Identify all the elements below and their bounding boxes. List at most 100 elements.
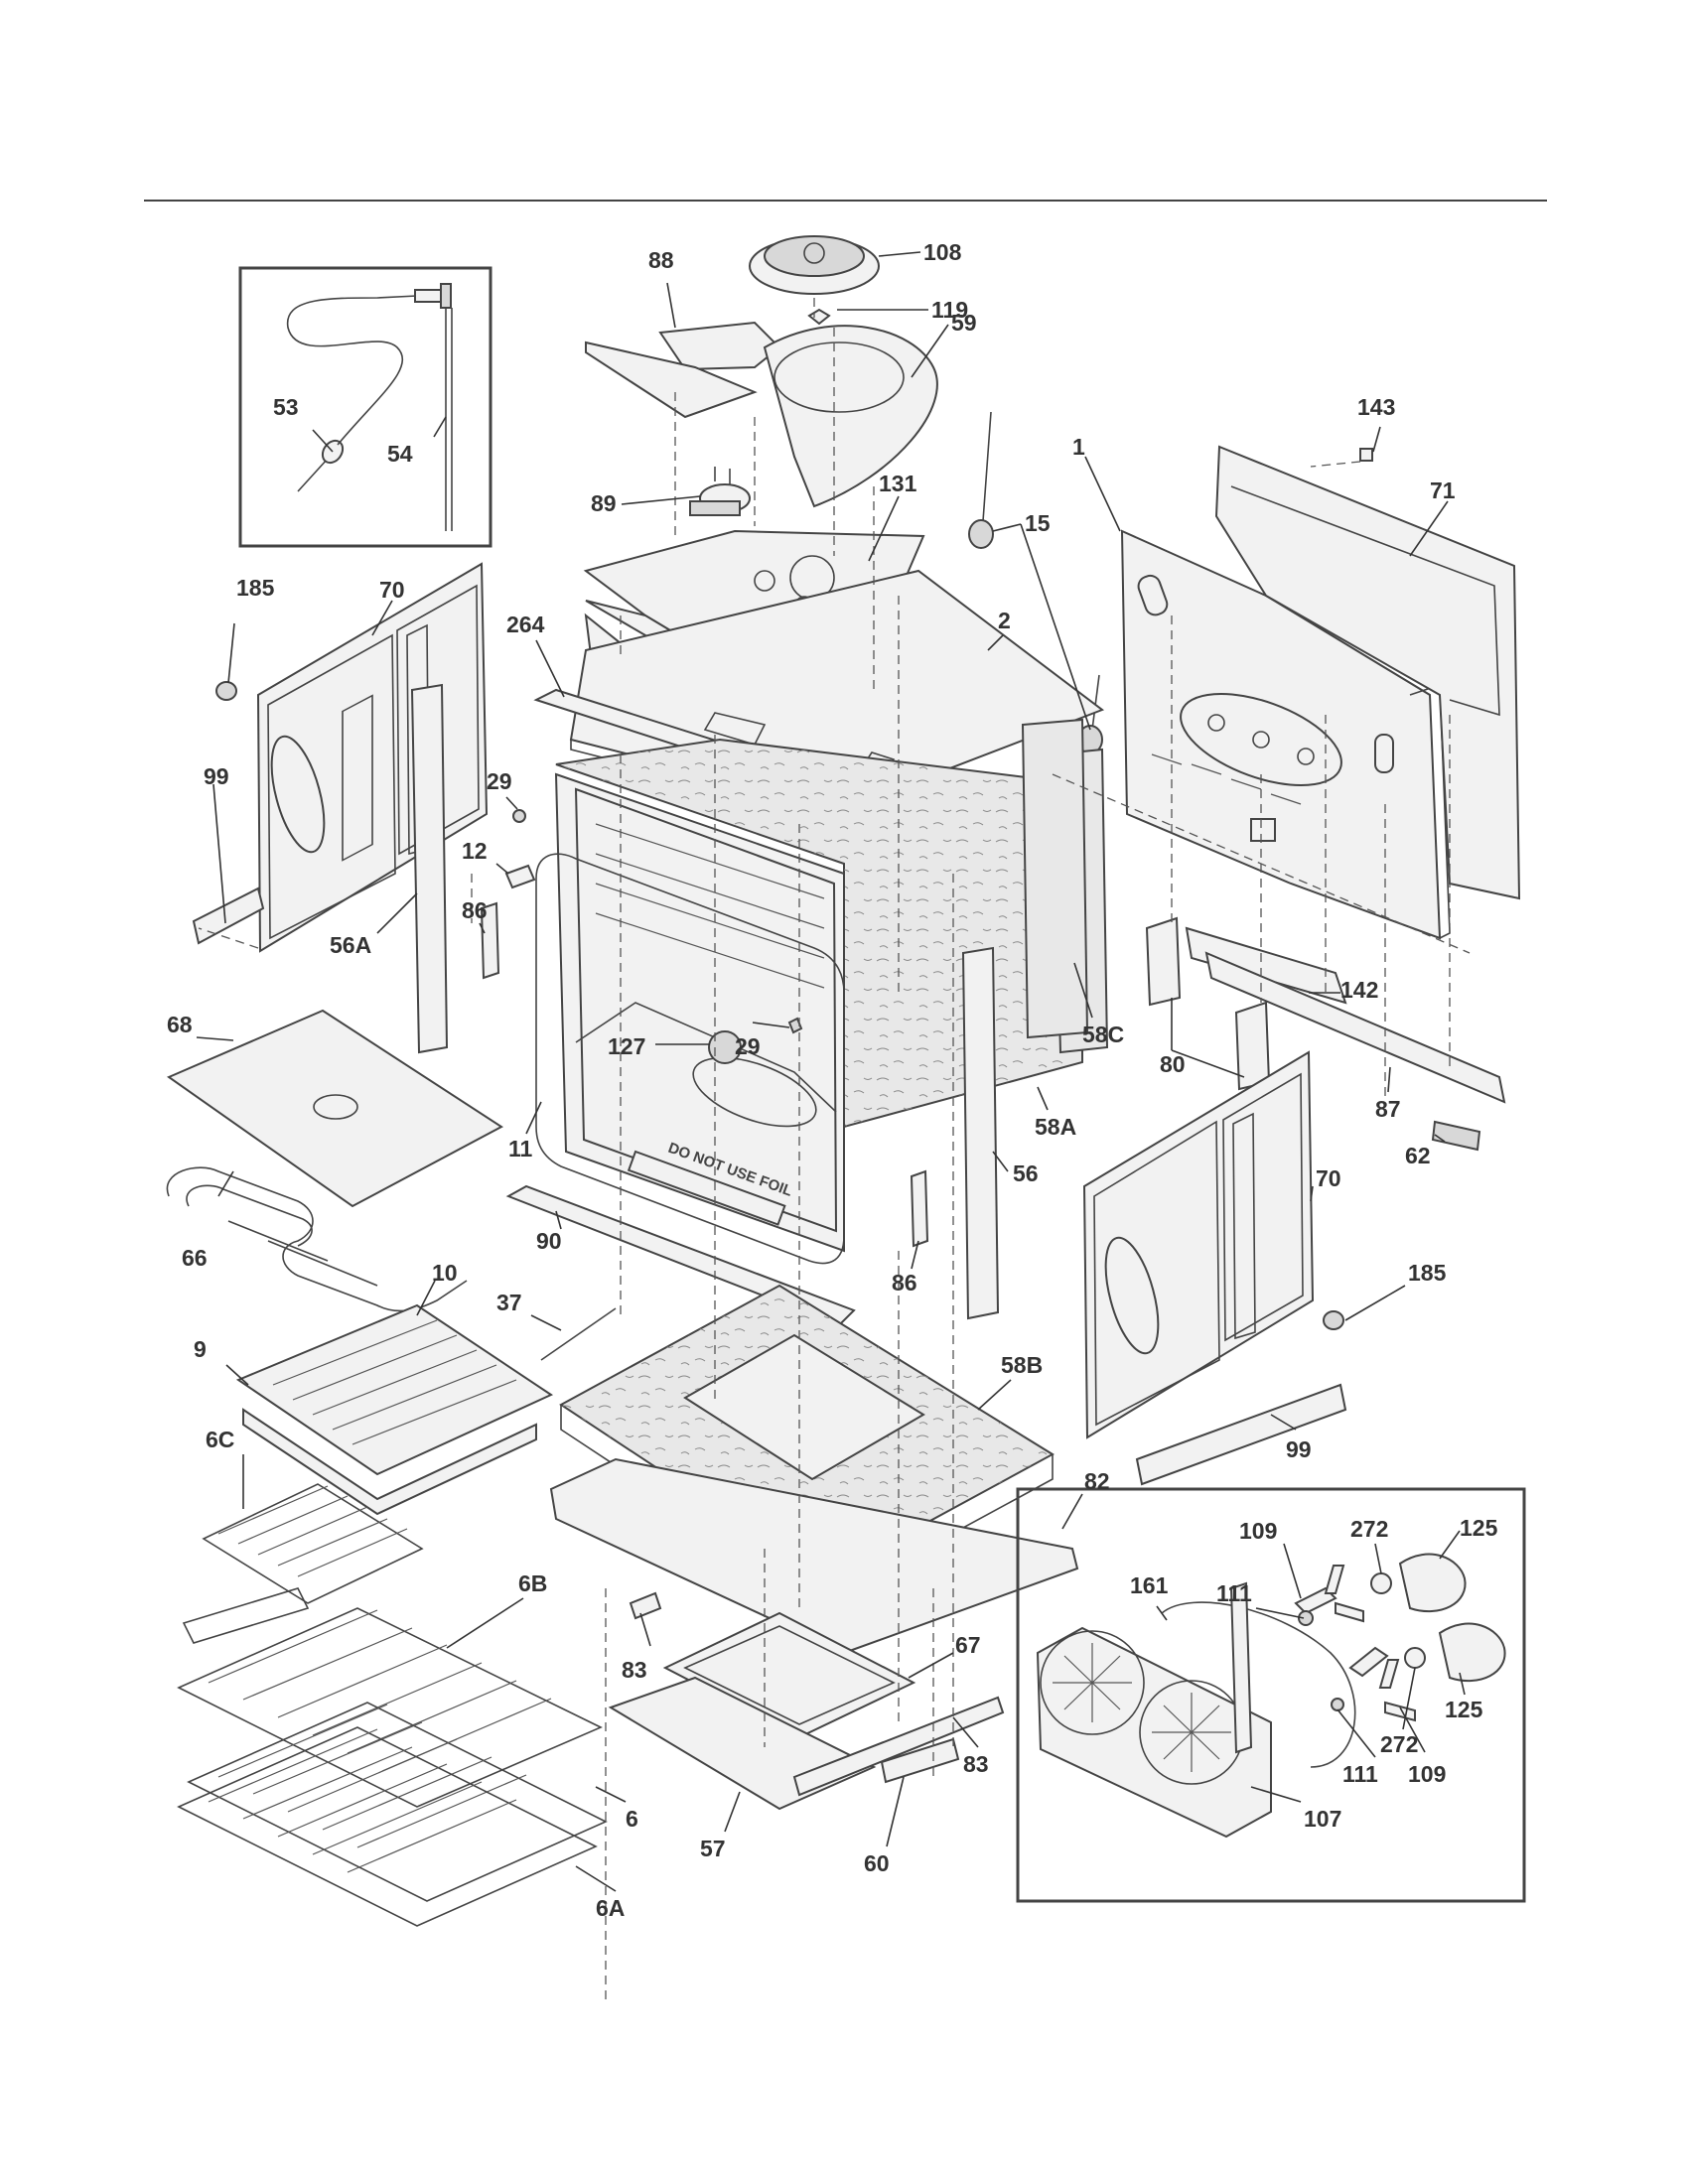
rack-6A	[177, 1726, 598, 1927]
wire-37	[540, 1307, 617, 1361]
callout-68: 68	[167, 1012, 193, 1037]
callout-2: 2	[998, 608, 1011, 633]
callout-6C: 6C	[206, 1427, 234, 1452]
callout-66: 66	[182, 1245, 208, 1271]
bracket-142	[1185, 926, 1347, 1005]
callout-54: 54	[387, 441, 413, 467]
callout-142: 142	[1340, 977, 1378, 1003]
rail-83-left	[629, 1591, 662, 1620]
callout-185-right: 185	[1408, 1260, 1447, 1286]
side-panel-right	[1082, 1050, 1315, 1439]
plug-185-right	[1323, 1310, 1344, 1330]
back-shield-71	[1214, 445, 1521, 900]
callout-111-top: 111	[1216, 1580, 1252, 1606]
callout-86-right: 86	[892, 1270, 917, 1296]
rail-87	[1204, 951, 1506, 1104]
callout-99-left: 99	[204, 763, 229, 789]
callout-109-top: 109	[1239, 1518, 1277, 1544]
rack-6C	[182, 1483, 424, 1644]
trim-90	[505, 1184, 856, 1327]
rail-83-right	[792, 1696, 1005, 1797]
broiler-pan	[235, 1303, 554, 1516]
bracket-99-left	[192, 887, 265, 945]
callout-109-bottom: 109	[1408, 1761, 1446, 1787]
callout-58B: 58B	[1001, 1352, 1043, 1378]
blower-assembly	[585, 235, 938, 508]
callout-10: 10	[432, 1260, 458, 1286]
callout-70-right: 70	[1316, 1165, 1341, 1191]
broil-plate-hole	[313, 1094, 358, 1120]
rack-6	[187, 1702, 608, 1902]
callout-62: 62	[1405, 1143, 1431, 1168]
callout-107: 107	[1304, 1806, 1341, 1832]
callout-127: 127	[608, 1033, 645, 1059]
callout-56A: 56A	[330, 932, 371, 958]
trim-56A	[410, 683, 449, 1054]
relay-89	[689, 467, 751, 516]
callout-88: 88	[648, 247, 674, 273]
hinge-86-left	[480, 901, 500, 980]
callout-53: 53	[273, 394, 299, 420]
callout-272-top: 272	[1350, 1516, 1388, 1542]
callout-86-left: 86	[462, 897, 488, 923]
callout-70-left: 70	[379, 577, 405, 603]
probe-inset	[238, 266, 492, 548]
rack-6B	[177, 1607, 603, 1808]
callout-125-bottom: 125	[1445, 1697, 1483, 1722]
callout-57: 57	[700, 1836, 726, 1861]
alignment-lines	[198, 298, 1471, 2005]
callout-59: 59	[951, 310, 977, 336]
callout-143: 143	[1357, 394, 1395, 420]
trim-56-right	[961, 946, 1000, 1320]
callout-185-left: 185	[236, 575, 275, 601]
callout-37: 37	[496, 1290, 522, 1315]
sensors-15	[968, 411, 1103, 754]
callout-6A: 6A	[596, 1895, 625, 1921]
callout-90: 90	[536, 1228, 562, 1254]
hinge-80a	[1145, 916, 1182, 1007]
callout-60: 60	[864, 1850, 890, 1876]
clip-12	[504, 864, 536, 889]
side-panel-left	[256, 562, 489, 953]
gasket-11	[535, 853, 845, 1265]
convection-inset	[1016, 1487, 1526, 1903]
callout-29-center: 29	[735, 1033, 761, 1059]
callout-131: 131	[879, 471, 917, 496]
oven-cavity: DO NOT USE FOIL	[554, 738, 1109, 1253]
hinge-86-right	[910, 1169, 929, 1248]
callout-108: 108	[923, 239, 962, 265]
callout-89: 89	[591, 490, 617, 516]
callout-labels: 108 88 119 59 143 53 54 1 71 89 131 15 7…	[167, 239, 1498, 1921]
callout-29-left: 29	[487, 768, 512, 794]
callout-71: 71	[1430, 478, 1456, 503]
plug-185-left	[215, 681, 237, 701]
screw-29-left	[512, 809, 526, 823]
callout-9: 9	[194, 1336, 207, 1362]
callout-56: 56	[1013, 1160, 1039, 1186]
callout-264: 264	[506, 612, 545, 637]
callout-83-left: 83	[622, 1657, 647, 1683]
callout-11: 11	[508, 1136, 533, 1161]
callout-99-right: 99	[1286, 1436, 1312, 1462]
broil-plate-68	[166, 1009, 503, 1208]
callout-82: 82	[1084, 1468, 1110, 1494]
bracket-99-right	[1135, 1383, 1347, 1486]
callout-119: 119	[931, 297, 968, 323]
callout-111-bottom: 111	[1342, 1761, 1378, 1787]
leader-lines	[196, 251, 1466, 1892]
connector-62	[1431, 1120, 1481, 1152]
callout-87: 87	[1375, 1096, 1401, 1122]
callout-67: 67	[955, 1632, 981, 1658]
callout-161: 161	[1130, 1572, 1169, 1598]
callout-1: 1	[1072, 434, 1085, 460]
bottom-frame-82	[549, 1457, 1079, 1655]
callout-6B: 6B	[518, 1570, 547, 1596]
callout-58C: 58C	[1082, 1022, 1124, 1047]
callout-12: 12	[462, 838, 488, 864]
screw-29-center	[787, 1017, 803, 1034]
callout-125-top: 125	[1460, 1515, 1498, 1541]
callout-83-right: 83	[963, 1751, 989, 1777]
bake-element-67-inner	[683, 1625, 896, 1725]
callout-272-bottom: 272	[1380, 1731, 1418, 1757]
